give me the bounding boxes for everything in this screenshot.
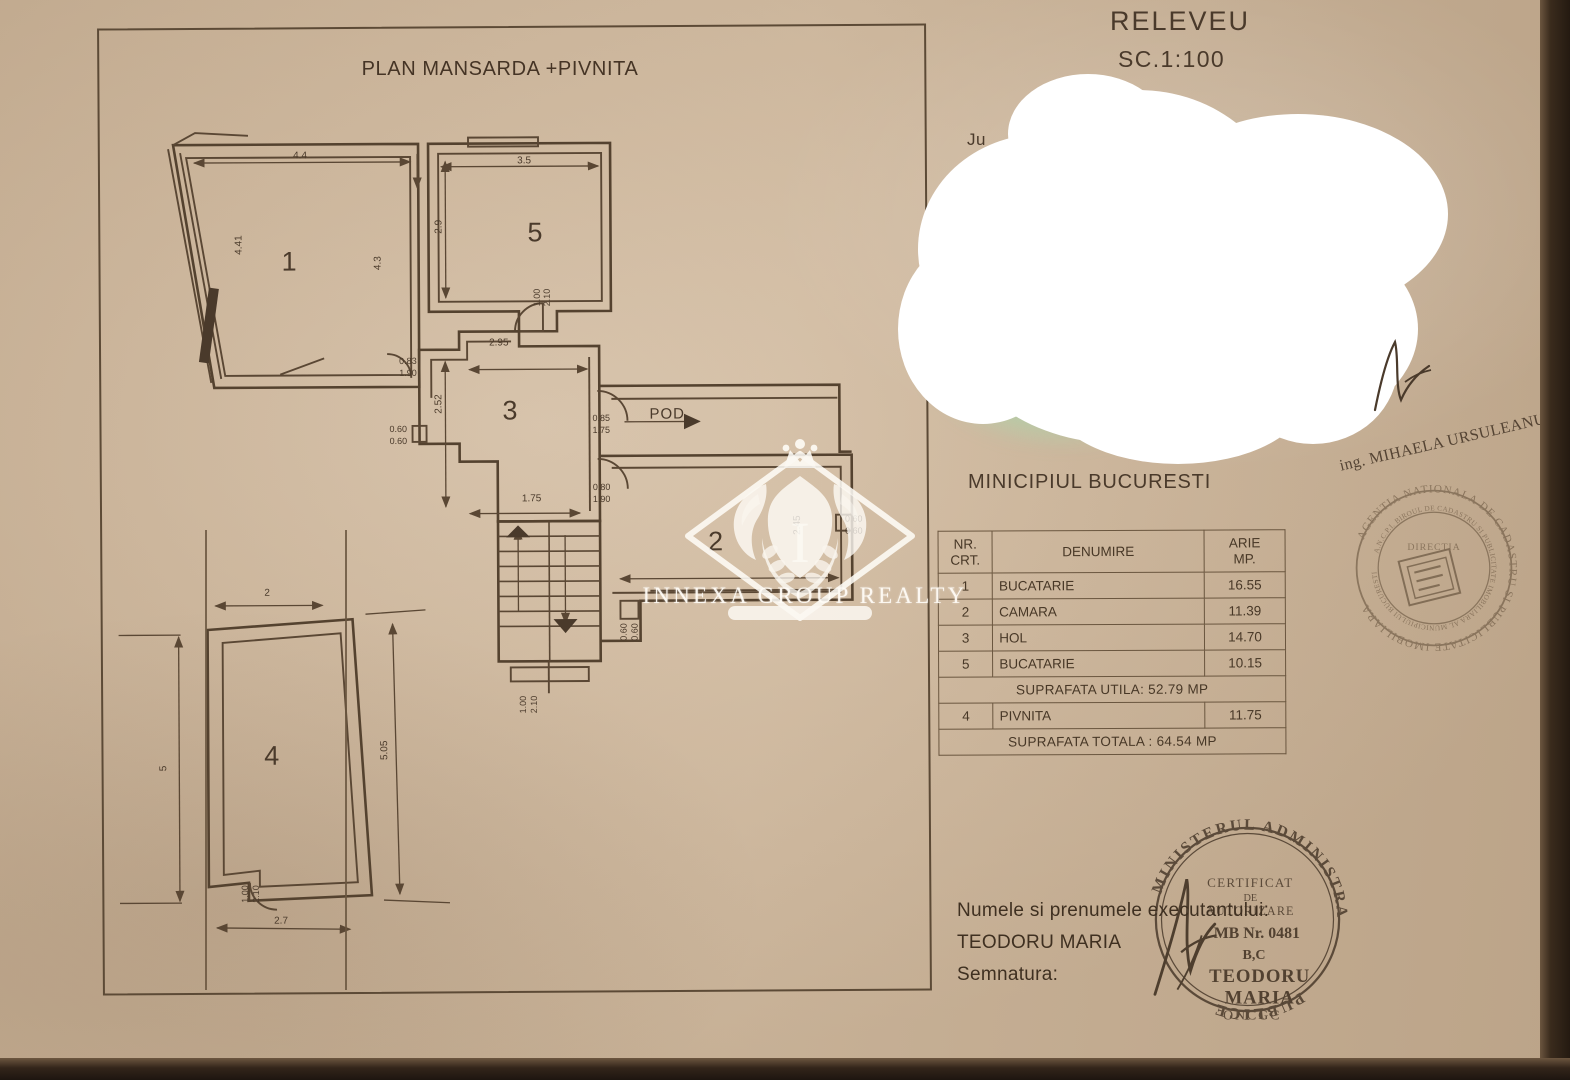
- cell-arie: 11.75: [1204, 701, 1286, 729]
- table-row: 3 HOL 14.70: [938, 623, 1286, 652]
- signature-top: [1373, 338, 1432, 412]
- watermark-text: INNEXA GROUP REALTY: [642, 583, 968, 608]
- document-title: RELEVEU: [1110, 6, 1251, 36]
- redaction-mask: [898, 74, 1448, 464]
- plan-title: PLAN MANSARDA +PIVNITA: [361, 58, 639, 80]
- header-nr-line2: CRT.: [950, 552, 981, 568]
- table-header-row: NR. CRT. DENUMIRE ARIE MP.: [938, 529, 1286, 574]
- footer-executant-name: TEODORU MARIA: [957, 932, 1122, 953]
- cell-arie: 10.15: [1204, 649, 1286, 677]
- header-arie-line1: ARIE: [1228, 535, 1261, 551]
- cell-den: BUCATARIE: [992, 572, 1205, 600]
- total-row: SUPRAFATA TOTALA : 64.54 MP: [938, 727, 1286, 756]
- header-arie: ARIE MP.: [1204, 529, 1286, 573]
- cell-total: SUPRAFATA TOTALA : 64.54 MP: [938, 727, 1286, 756]
- cell-nr: 5: [938, 651, 993, 678]
- cell-den: PIVNITA: [993, 702, 1205, 730]
- photo-edge-right: [1540, 0, 1570, 1080]
- cell-arie: 14.70: [1204, 623, 1286, 651]
- footer-executant-label: Numele si prenumele executantului:: [957, 900, 1270, 921]
- frame-divider-left: [205, 530, 207, 990]
- header-denumire: DENUMIRE: [992, 530, 1205, 574]
- cell-arie: 11.39: [1204, 597, 1286, 625]
- watermark-monogram: I: [790, 510, 809, 575]
- cell-subtotal: SUPRAFATA UTILA: 52.79 MP: [938, 675, 1286, 704]
- cell-den: CAMARA: [992, 598, 1205, 626]
- area-table: NR. CRT. DENUMIRE ARIE MP. 1 BUCATARIE 1…: [938, 529, 1287, 756]
- table-row-basement: 4 PIVNITA 11.75: [938, 701, 1286, 730]
- photo-edge-bottom: [0, 1058, 1570, 1080]
- locality-label: MINICIPIUL BUCURESTI: [968, 471, 1212, 493]
- cell-den: HOL: [992, 624, 1205, 652]
- footer-signature-label: Semnatura:: [957, 964, 1059, 985]
- subtotal-row: SUPRAFATA UTILA: 52.79 MP: [938, 675, 1286, 704]
- cell-arie: 16.55: [1204, 571, 1286, 599]
- cell-nr: 4: [938, 703, 994, 730]
- header-arie-line2: MP.: [1233, 550, 1256, 566]
- innexa-watermark-crest: I: [685, 439, 915, 621]
- header-nr-line1: NR.: [953, 536, 977, 552]
- table-row: 5 BUCATARIE 10.15: [938, 649, 1286, 678]
- cell-den: BUCATARIE: [992, 650, 1205, 678]
- frame-divider-right: [345, 530, 347, 990]
